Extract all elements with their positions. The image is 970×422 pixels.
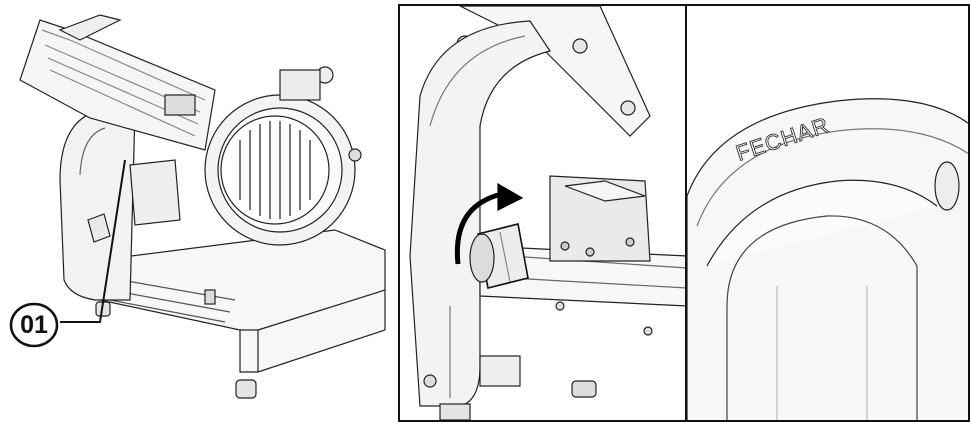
callout-number: 01 — [20, 311, 48, 339]
knob-icon — [87, 213, 111, 243]
fechar-label-detail: FECHAR — [685, 4, 970, 422]
callout-01: 01 — [9, 302, 59, 348]
slicer-overview-illustration: 01 — [0, 0, 396, 422]
clockwise-arrow-icon — [454, 182, 524, 265]
knob-icon — [469, 223, 529, 289]
knob-detail-panel — [398, 4, 685, 422]
